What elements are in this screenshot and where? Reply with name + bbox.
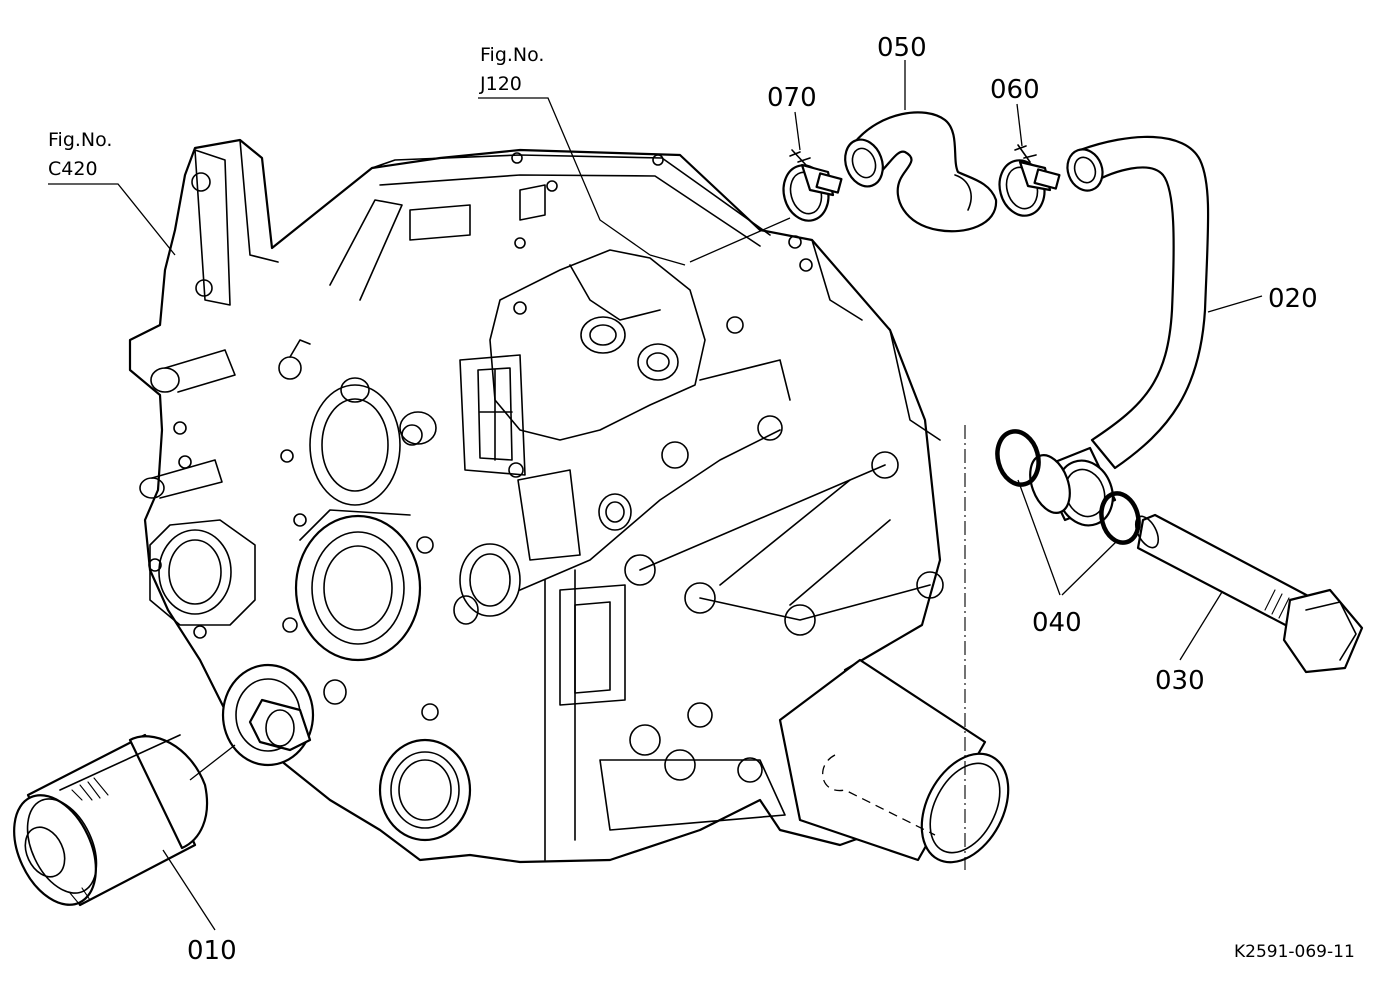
callout-060: 060 [990, 75, 1040, 105]
part-060-clamp [998, 144, 1061, 217]
part-010-oil-filter [13, 733, 209, 907]
fig-ref-c420-line2: C420 [48, 158, 98, 180]
part-070-clamp [782, 149, 843, 222]
fig-ref-c420-line1: Fig.No. [48, 129, 113, 151]
housing [128, 138, 1010, 870]
part-030-bolt [1134, 513, 1364, 674]
callout-040: 040 [1032, 608, 1082, 638]
part-020-pipe [1029, 135, 1210, 527]
fig-ref-j120-line1: Fig.No. [480, 44, 545, 66]
fig-ref-j120-line2: J120 [480, 73, 522, 95]
callout-070: 070 [767, 83, 817, 113]
leader-lines [48, 60, 1263, 931]
callout-010: 010 [187, 936, 237, 966]
callout-030: 030 [1155, 666, 1205, 696]
callout-050: 050 [877, 33, 927, 63]
part-040-o-rings [995, 429, 1141, 545]
part-050-hose [844, 111, 998, 233]
callout-020: 020 [1268, 284, 1318, 314]
drawing-code: K2591-069-11 [1234, 942, 1355, 962]
